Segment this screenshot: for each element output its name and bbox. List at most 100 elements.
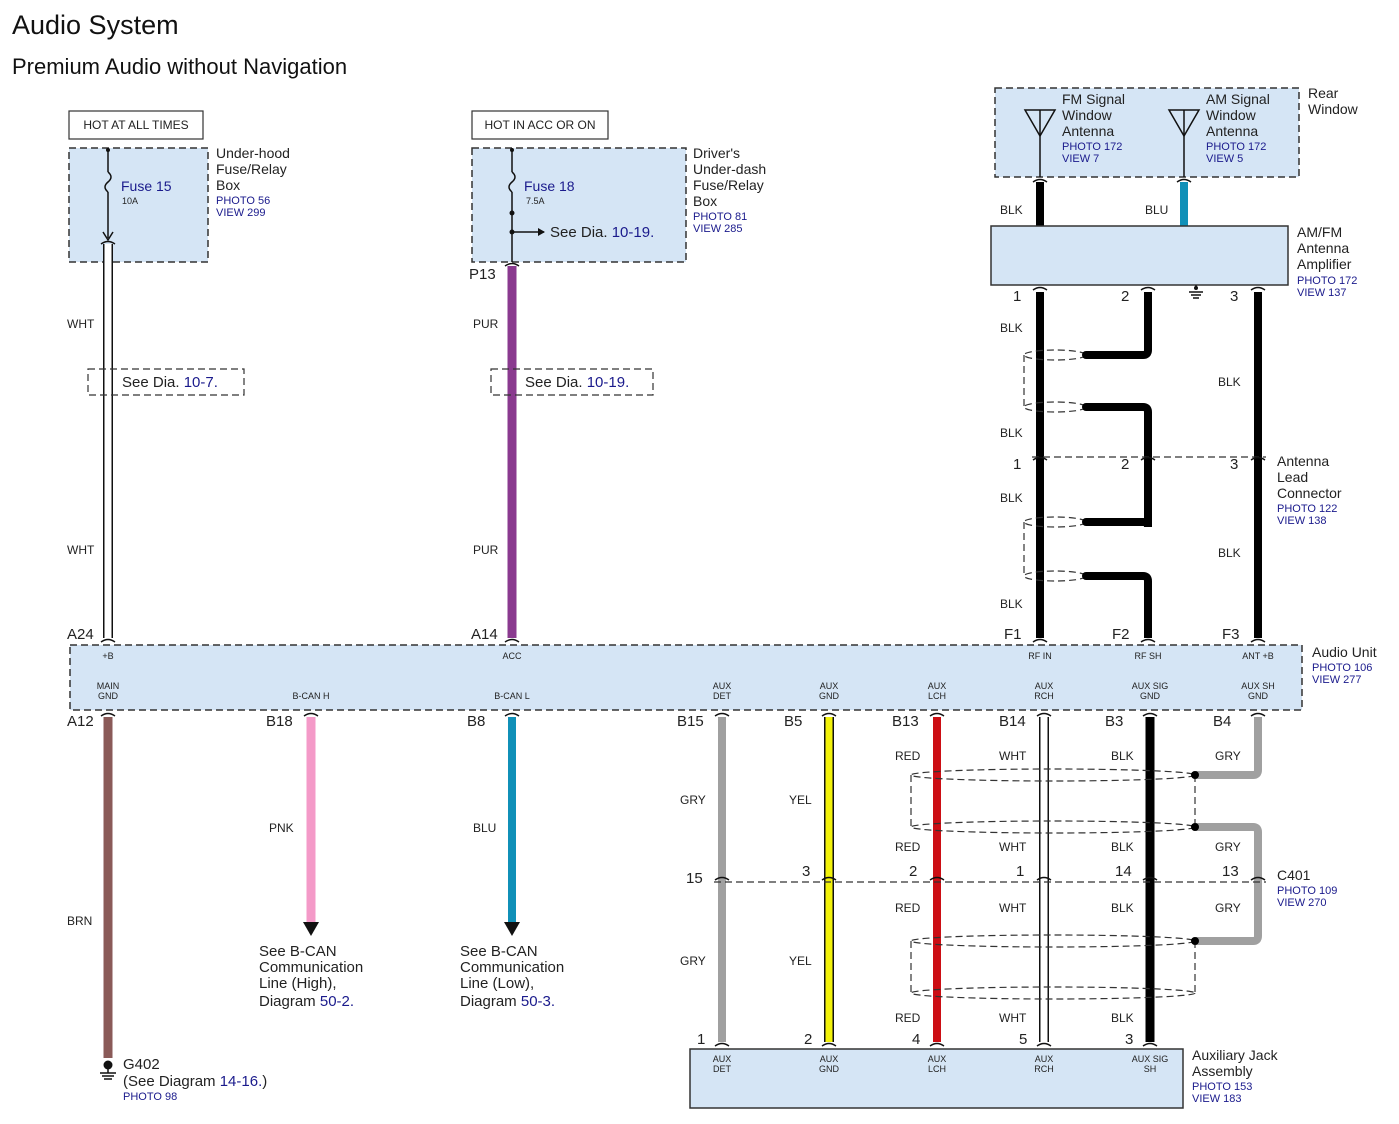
amfm-amp-name-2: Antenna: [1297, 240, 1349, 256]
c401-photo: PHOTO 109: [1277, 885, 1337, 897]
svg-text:Diagram 50-2.: Diagram 50-2.: [259, 993, 354, 1010]
wire-label-gry: GRY: [680, 793, 706, 807]
audio-unit-func-label: B-CAN H: [292, 691, 329, 701]
aux-jack-view: VIEW 183: [1192, 1093, 1242, 1105]
arrow-down-icon: [504, 922, 520, 936]
audio-unit-func-label: GND: [819, 691, 840, 701]
am-antenna-name-1: AM Signal: [1206, 91, 1270, 107]
g402-photo: PHOTO 98: [123, 1091, 177, 1103]
bcan-high-line-1: See B-CAN: [259, 943, 337, 960]
am-antenna-view: VIEW 5: [1206, 153, 1243, 165]
audio-unit-func-label: AUX SIG: [1132, 681, 1169, 691]
underdash-see-ref[interactable]: 10-19.: [612, 224, 655, 241]
wire-label-blk: BLK: [1000, 491, 1023, 505]
wire-label-blk: BLK: [1000, 321, 1023, 335]
antenna-lead-name-3: Connector: [1277, 485, 1342, 501]
fm-antenna-name-2: Window: [1062, 107, 1113, 123]
fm-antenna-name-1: FM Signal: [1062, 91, 1125, 107]
audio-unit-photo: PHOTO 106: [1312, 662, 1372, 674]
svg-text:Diagram 50-3.: Diagram 50-3.: [460, 993, 555, 1010]
am-antenna-name-2: Window: [1206, 107, 1257, 123]
wire-label-wht: WHT: [999, 901, 1027, 915]
underdash-name-2: Under-dash: [693, 161, 766, 177]
wire-label-wht: WHT: [999, 749, 1027, 763]
audio-unit-func-label: B-CAN L: [494, 691, 530, 701]
wire-rf-sh-top: [1086, 292, 1152, 359]
amfm-amp-name-3: Amplifier: [1297, 256, 1352, 272]
audio-unit-view: VIEW 277: [1312, 674, 1362, 686]
underhood-name-3: Box: [216, 177, 240, 193]
lead-pin-2: 2: [1121, 456, 1129, 473]
wire-label-gry: GRY: [1215, 840, 1241, 854]
wire-label-red: RED: [895, 749, 921, 763]
see-dia-2-ref[interactable]: 10-19.: [587, 374, 630, 391]
rear-window-box: [994, 87, 1300, 178]
fm-antenna-view: VIEW 7: [1062, 153, 1099, 165]
fuse-18-label: Fuse 18: [524, 178, 575, 194]
audio-unit-func-label: AUX: [928, 681, 947, 691]
wire-label-gry: GRY: [680, 954, 706, 968]
audio-unit-func-label: LCH: [928, 691, 946, 701]
rear-window-name-2: Window: [1308, 101, 1359, 117]
wire-label-wht: WHT: [999, 840, 1027, 854]
wire-label-pnk: PNK: [269, 821, 294, 835]
wire-label-red: RED: [895, 901, 921, 915]
am-antenna-photo: PHOTO 172: [1206, 141, 1266, 153]
underdash-name-4: Box: [693, 193, 717, 209]
c401-pin-3: 3: [802, 863, 810, 880]
aux-jack-func-label: SH: [1144, 1064, 1157, 1074]
c401-pin-1: 1: [1016, 863, 1024, 880]
c401-pin-13: 13: [1222, 863, 1239, 880]
underdash-view: VIEW 285: [693, 223, 743, 235]
aux-jack-photo: PHOTO 153: [1192, 1081, 1252, 1093]
g402-see-ref[interactable]: 14-16.: [220, 1073, 263, 1090]
bcan-high-diag-ref[interactable]: 50-2.: [320, 993, 354, 1010]
pin-p13: P13: [469, 266, 496, 283]
bcan-low-diag-prefix: Diagram: [460, 993, 517, 1010]
g402-see-prefix: (See Diagram: [123, 1073, 216, 1090]
wire-label-blu: BLU: [473, 821, 496, 835]
fuse-15-rating: 10A: [122, 196, 138, 206]
amp-pin-3: 3: [1230, 288, 1238, 305]
audio-unit-func-label: GND: [98, 691, 119, 701]
audio-unit-func-label: ANT +B: [1242, 651, 1274, 661]
see-dia-1-ref[interactable]: 10-7.: [184, 374, 218, 391]
audio-unit-pin-b18: B18: [266, 713, 293, 730]
fm-antenna-name-3: Antenna: [1062, 123, 1114, 139]
aux-jack-func-label: AUX: [820, 1054, 839, 1064]
underhood-view: VIEW 299: [216, 207, 266, 219]
fuse-18-rating: 7.5A: [526, 196, 545, 206]
fuse-icon: [508, 171, 516, 193]
antenna-lead-photo: PHOTO 122: [1277, 503, 1337, 515]
audio-unit-func-label: +B: [102, 651, 113, 661]
underhood-name-1: Under-hood: [216, 145, 290, 161]
wire-label-gry: GRY: [1215, 901, 1241, 915]
svg-text:See Dia. 10-19.: See Dia. 10-19.: [550, 224, 654, 241]
audio-unit-func-label: AUX: [713, 681, 732, 691]
hot-at-all-times-box: [68, 110, 204, 140]
wire-label-wht: WHT: [67, 543, 95, 557]
amp-pin-2: 2: [1121, 288, 1129, 305]
aux-jack-box: [689, 1048, 1184, 1109]
c401-pin-14: 14: [1115, 863, 1132, 880]
bcan-low-diag-ref[interactable]: 50-3.: [521, 993, 555, 1010]
bcan-high-line-3: Line (High),: [259, 975, 337, 992]
audio-unit-pin-b13: B13: [892, 713, 919, 730]
fuse-15-label: Fuse 15: [121, 178, 172, 194]
wire-label-blu: BLU: [1145, 203, 1168, 217]
wire-label-yel: YEL: [789, 793, 812, 807]
aux-jack-func-label: GND: [819, 1064, 840, 1074]
hot-at-all-times-label: HOT AT ALL TIMES: [83, 118, 188, 132]
underhood-photo: PHOTO 56: [216, 195, 270, 207]
audio-unit-pin-b8: B8: [467, 713, 485, 730]
svg-text:(See Diagram 14-16.): (See Diagram 14-16.): [123, 1073, 267, 1090]
amfm-amp-photo: PHOTO 172: [1297, 275, 1357, 287]
aux-jack-func-label: DET: [713, 1064, 732, 1074]
antenna-lead-view: VIEW 138: [1277, 515, 1327, 527]
fm-antenna-photo: PHOTO 172: [1062, 141, 1122, 153]
underhood-fuse-box: [68, 147, 209, 263]
